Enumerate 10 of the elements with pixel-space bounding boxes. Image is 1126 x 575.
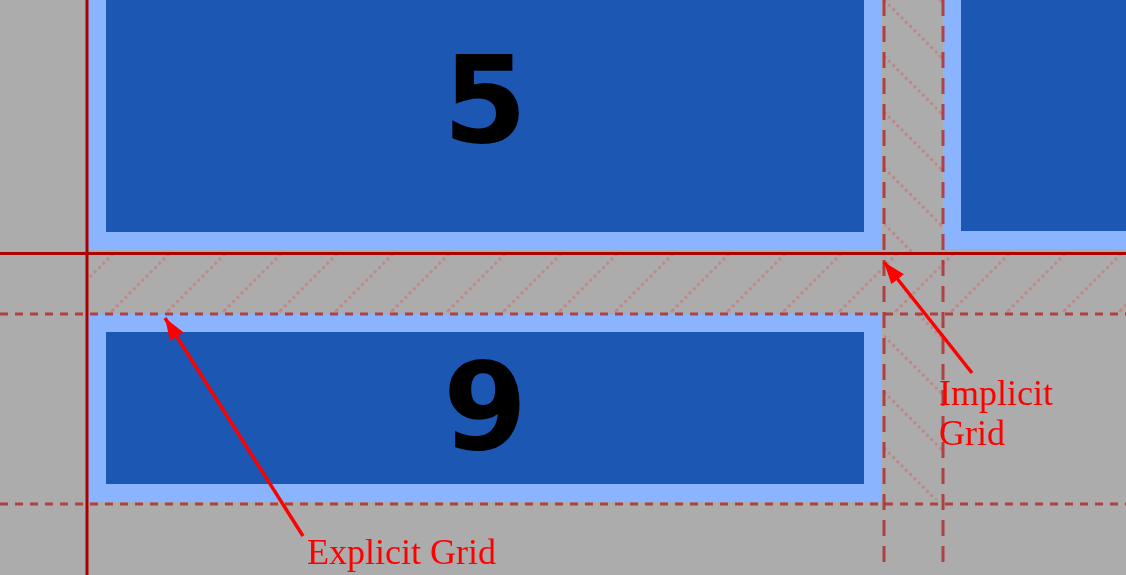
annotation-label: Explicit Grid <box>307 532 496 572</box>
grid-item <box>88 314 882 502</box>
item-number: 9 <box>442 359 528 457</box>
leader-arrow <box>163 317 305 537</box>
item-number: 5 <box>442 52 528 150</box>
grid-item <box>88 0 882 250</box>
grid-gap <box>884 0 943 253</box>
leader-arrow <box>882 260 974 375</box>
annotation-label: Implicit Grid <box>939 373 1069 453</box>
grid-gap <box>89 255 1126 314</box>
